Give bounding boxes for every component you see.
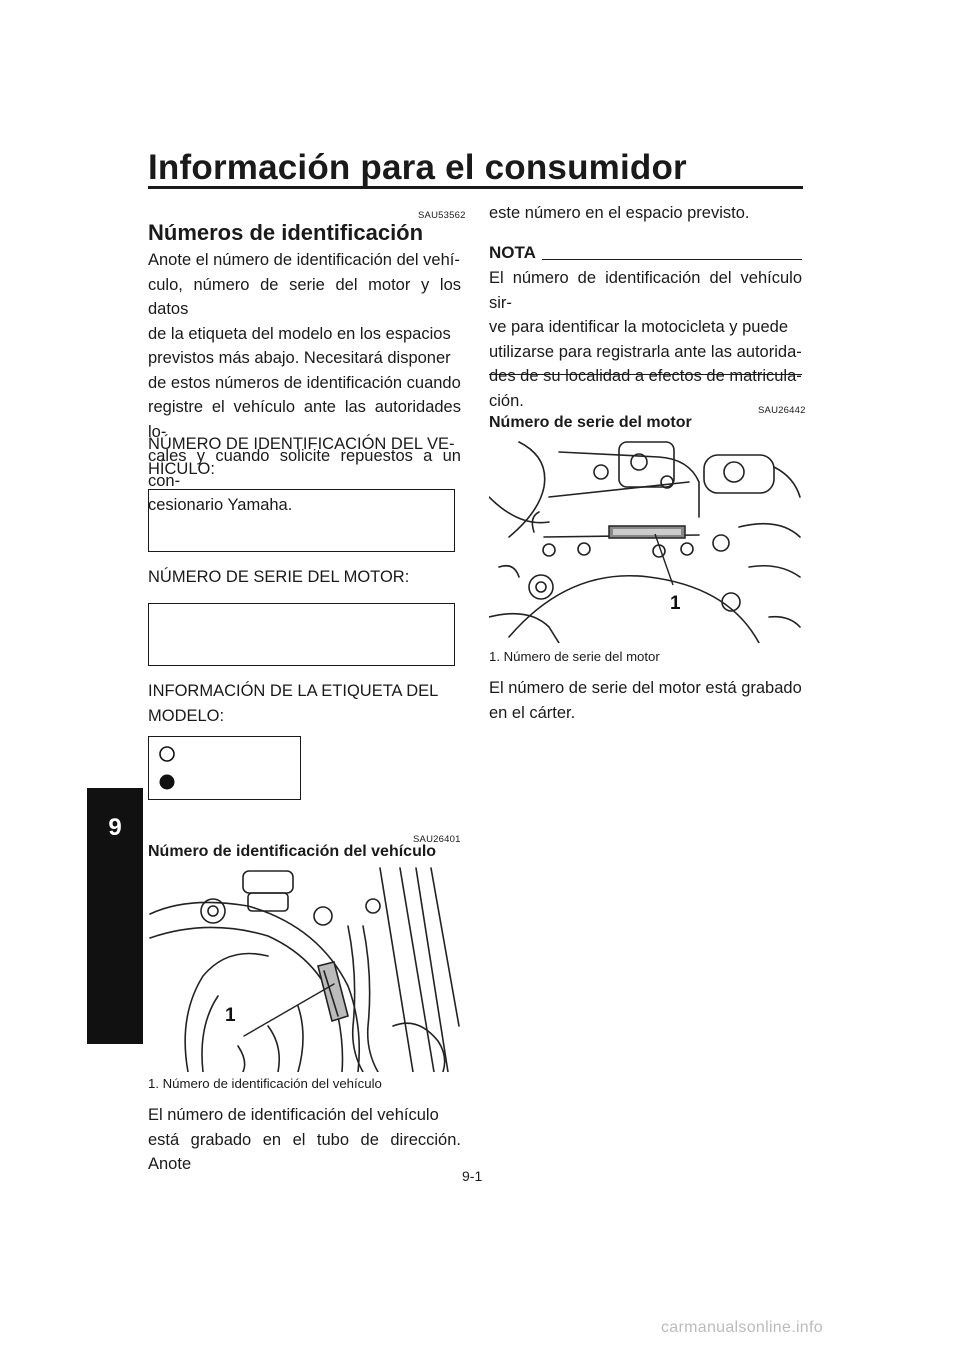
nota-label: NOTA	[489, 243, 536, 262]
section-heading: Número de serie del motor	[489, 414, 692, 431]
text-line: El número de serie del motor está grabad…	[489, 679, 802, 697]
text-line: culo, número de serie del motor y los da…	[148, 275, 461, 319]
chapter-tab: 9	[87, 788, 143, 1044]
callout-number: 1	[225, 1005, 236, 1026]
continued-text: este número en el espacio previsto.	[489, 204, 750, 222]
section-heading: Números de identificación	[148, 220, 424, 245]
model-label-symbols	[159, 746, 175, 790]
text-line: El número de identificación del vehículo	[148, 1106, 439, 1124]
title-rule	[148, 186, 803, 189]
text-line: ción.	[489, 391, 524, 410]
text-line: cales y cuando solicite repuestos a un c…	[148, 447, 461, 490]
text-line: ve para identificar la motocicleta y pue…	[489, 318, 788, 336]
vin-paragraph: El número de identificación del vehículo…	[148, 1103, 461, 1177]
model-label: INFORMACIÓN DE LA ETIQUETA DEL MODELO:	[148, 679, 461, 728]
text-line: previstos más abajo. Necesitará disponer	[148, 349, 451, 367]
section-code: SAU53562	[418, 210, 466, 221]
engine-serial-illustration: 1	[489, 441, 801, 643]
text-line: HÍCULO:	[148, 459, 215, 478]
open-circle-icon	[159, 746, 175, 762]
engine-paragraph: El número de serie del motor está grabad…	[489, 676, 802, 725]
text-line: INFORMACIÓN DE LA ETIQUETA DEL	[148, 682, 439, 700]
text-line: des de su localidad a efectos de matricu…	[489, 367, 802, 385]
nota-text: El número de identificación del vehículo…	[489, 266, 802, 413]
text-line: cesionario Yamaha.	[148, 496, 293, 514]
model-label-box[interactable]	[148, 736, 301, 800]
engine-entry-box[interactable]	[148, 603, 455, 666]
filled-circle-icon	[159, 774, 175, 790]
text-line: NÚMERO DE IDENTIFICACIÓN DEL VE-	[148, 435, 455, 453]
callout-number: 1	[670, 593, 681, 614]
text-line: en el cárter.	[489, 703, 576, 722]
section-code: SAU26401	[413, 834, 461, 845]
vin-entry-box[interactable]	[148, 489, 455, 552]
vin-label: NÚMERO DE IDENTIFICACIÓN DEL VE- HÍCULO:	[148, 432, 461, 481]
text-line: utilizarse para registrarla ante las aut…	[489, 342, 802, 361]
steering-head-illustration: 1	[149, 867, 460, 1072]
serial-plate-inner	[613, 529, 681, 535]
figure-caption: 1. Número de serie del motor	[489, 649, 660, 664]
text-line: MODELO:	[148, 706, 225, 725]
page-number: 9-1	[462, 1168, 483, 1184]
nota-top-rule	[542, 259, 802, 260]
engine-label: NÚMERO DE SERIE DEL MOTOR:	[148, 568, 410, 586]
watermark: carmanualsonline.info	[661, 1319, 823, 1336]
intro-paragraph: Anote el número de identificación del ve…	[148, 248, 461, 518]
text-line: de estos números de identificación cuand…	[148, 373, 461, 392]
chapter-number: 9	[108, 814, 122, 841]
text-line: de la etiqueta del modelo en los espacio…	[148, 324, 451, 343]
page-title: Información para el consumidor	[148, 148, 687, 187]
figure-caption: 1. Número de identificación del vehículo	[148, 1076, 382, 1091]
text-line: está grabado en el tubo de dirección. An…	[148, 1130, 461, 1174]
section-code: SAU26442	[758, 405, 806, 416]
nota-bottom-rule	[489, 374, 802, 375]
section-heading: Número de identificación del vehículo	[148, 843, 437, 860]
text-line: Anote el número de identificación del ve…	[148, 251, 460, 269]
text-line: registre el vehículo ante las autoridade…	[148, 398, 461, 441]
text-line: El número de identificación del vehículo…	[489, 269, 802, 312]
